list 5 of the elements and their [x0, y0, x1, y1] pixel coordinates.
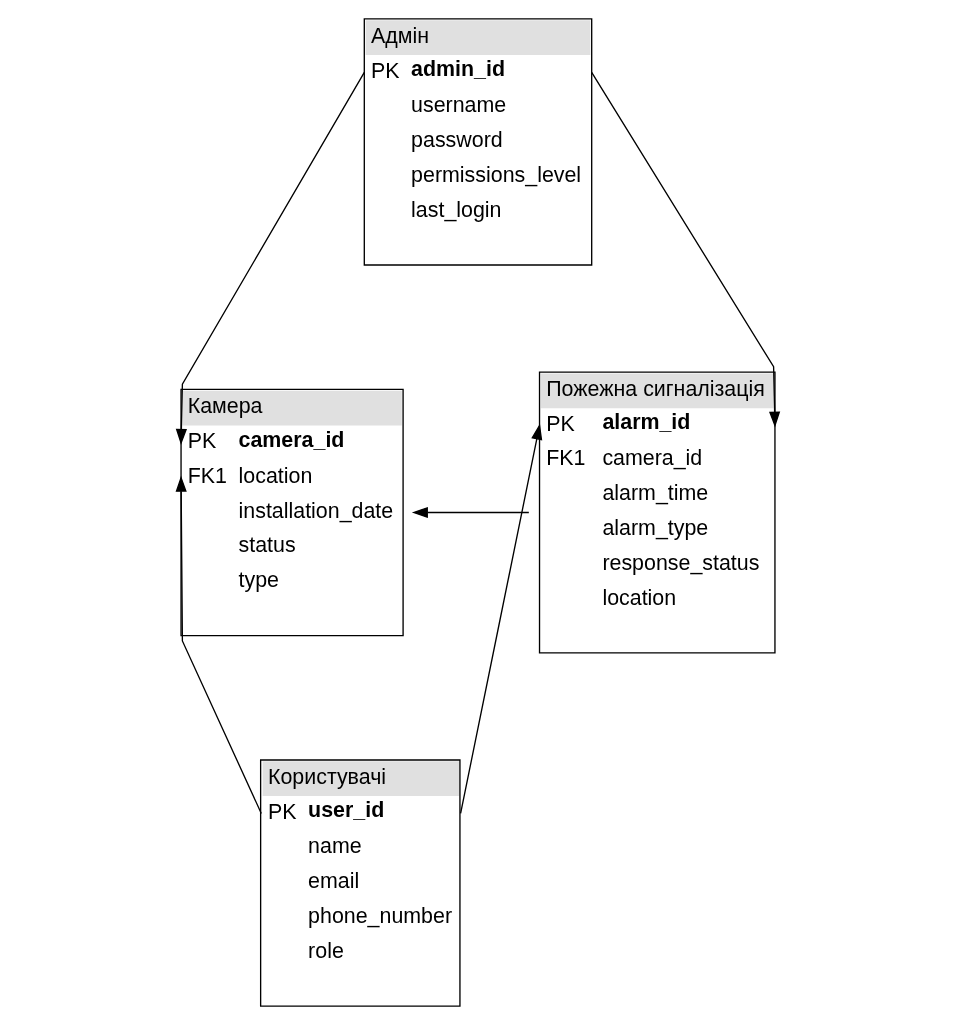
arrow	[175, 71, 365, 445]
arrow	[591, 71, 781, 428]
arrow	[175, 475, 262, 815]
arrow	[411, 506, 530, 519]
arrow	[459, 423, 543, 815]
